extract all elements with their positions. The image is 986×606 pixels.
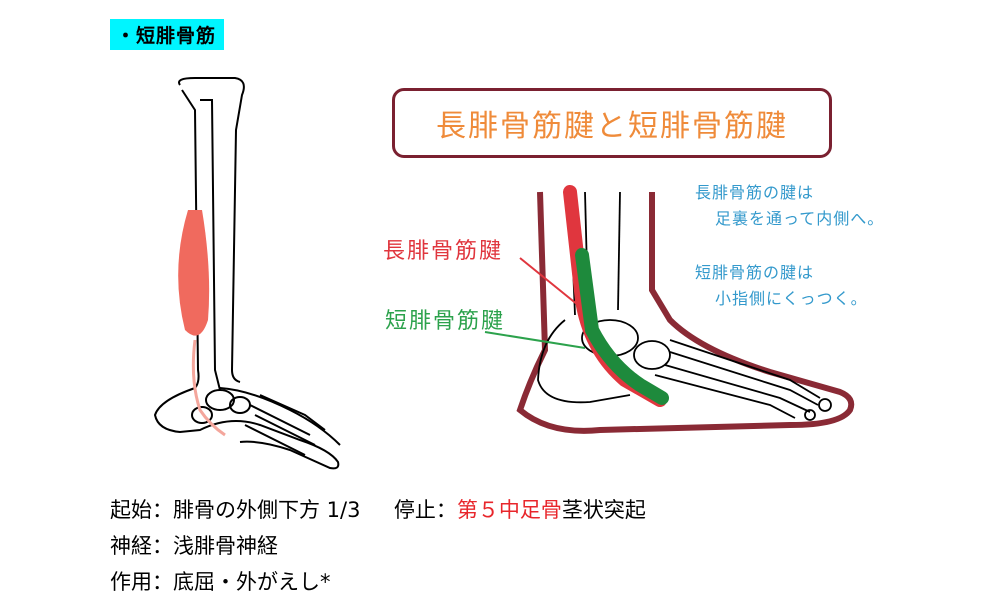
note1-line2: 足裏を通って内側へ。 — [715, 209, 885, 228]
short-peroneal-tendon — [575, 248, 669, 405]
origin-label: 起始： — [110, 498, 173, 522]
note2-line2: 小指側にくっつく。 — [715, 289, 868, 308]
muscle-tendon — [191, 339, 226, 437]
action-value: 底屈・外がえし* — [173, 570, 331, 594]
action-label: 作用： — [110, 570, 173, 594]
insertion-label: 停止： — [393, 498, 457, 522]
skin-outline — [516, 191, 855, 434]
origin-value: 腓骨の外側下方 1/3 — [173, 498, 361, 522]
long-tendon-note: 長腓骨筋の腱は 足裏を通って内側へ。 — [695, 180, 884, 232]
leg-skeleton-illustration — [153, 77, 341, 470]
section-heading: ・短腓骨筋 — [110, 19, 225, 50]
insertion-highlight: 第５中足骨 — [456, 498, 562, 522]
diagram-title: 長腓骨筋腱と短腓骨筋腱 — [392, 88, 832, 158]
insertion-rest: 茎状突起 — [561, 498, 646, 522]
long-tendon-pointer — [519, 257, 579, 306]
origin-insertion-line: 起始：腓骨の外側下方 1/3 停止：第５中足骨茎状突起 — [110, 492, 646, 528]
short-tendon-note: 短腓骨筋の腱は 小指側にくっつく。 — [695, 260, 868, 312]
note1-line1: 長腓骨筋の腱は — [695, 183, 815, 202]
short-tendon-pointer — [484, 331, 586, 349]
foot-tendon-diagram — [484, 185, 855, 434]
note2-line1: 短腓骨筋の腱は — [695, 263, 815, 282]
action-line: 作用：底屈・外がえし* — [110, 564, 331, 600]
nerve-label: 神経： — [110, 534, 173, 558]
short-tendon-label: 短腓骨筋腱 — [385, 309, 506, 334]
nerve-line: 神経：浅腓骨神経 — [110, 528, 278, 564]
long-tendon-label: 長腓骨筋腱 — [383, 239, 504, 264]
peroneus-brevis-muscle — [178, 210, 210, 336]
nerve-value: 浅腓骨神経 — [173, 534, 278, 558]
